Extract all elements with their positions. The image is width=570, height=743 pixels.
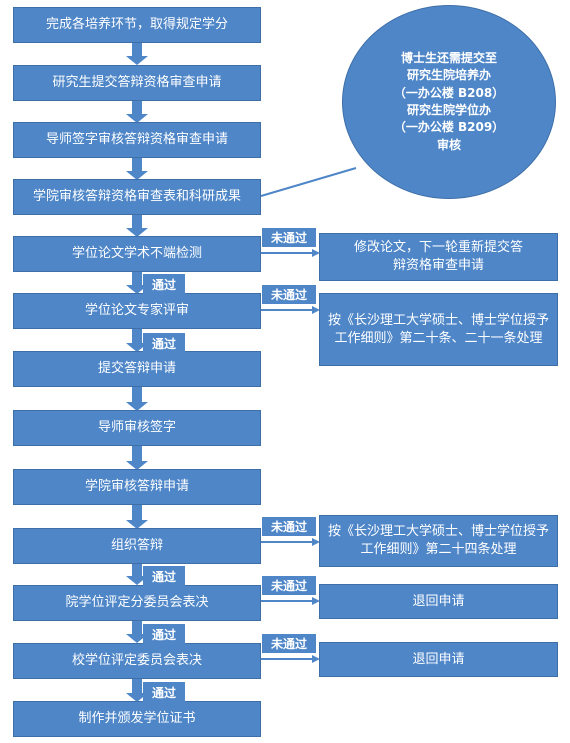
arrow-down-1 — [126, 43, 148, 65]
step-submit-qualification: 研究生提交答辩资格审查申请 — [13, 65, 261, 101]
pass-label: 通过 — [143, 624, 185, 644]
step-college-review: 学院审核答辩资格审查表和科研成果 — [13, 179, 261, 215]
arrow-down-12 — [126, 679, 148, 702]
fail-label: 未通过 — [262, 285, 316, 304]
arrow-down-10 — [126, 564, 148, 585]
arrow-down-7 — [126, 387, 148, 411]
arrow-down-4 — [126, 215, 148, 237]
outcome-defense-fail: 按《长沙理工大学硕士、博士学位授予工作细则》第二十四条处理 — [319, 515, 558, 567]
outcome-revise: 修改论文，下一轮重新提交答辩资格审查申请 — [319, 233, 558, 281]
arrow-down-9 — [126, 505, 148, 529]
note-line: （一办公楼 B208） — [393, 85, 505, 100]
fail-label: 未通过 — [262, 576, 316, 595]
arrow-down-8 — [126, 446, 148, 470]
arrow-down-11 — [126, 621, 148, 643]
arrow-down-3 — [126, 158, 148, 180]
doctoral-note-ellipse: 博士生还需提交至 研究生院培养办 （一办公楼 B208） 研究生院学位办 （一办… — [342, 5, 556, 199]
outcome-review-fail: 按《长沙理工大学硕士、博士学位授予工作细则》第二十条、二十一条处理 — [319, 293, 558, 366]
fail-arrows — [261, 249, 320, 663]
step-organize-defense: 组织答辩 — [13, 528, 261, 564]
arrow-down-6 — [126, 329, 148, 352]
step-advisor-sign: 导师签字审核答辩资格审查申请 — [13, 122, 261, 158]
fail-label: 未通过 — [262, 634, 316, 653]
pass-label: 通过 — [143, 682, 185, 702]
pass-label: 通过 — [143, 333, 185, 353]
step-advisor-approve: 导师审核签字 — [13, 410, 261, 446]
step-college-committee-vote: 院学位评定分委员会表决 — [13, 585, 261, 621]
note-line: 博士生还需提交至 — [400, 50, 497, 65]
outcome-return-school: 退回申请 — [319, 642, 558, 677]
step-issue-certificate: 制作并颁发学位证书 — [13, 701, 261, 737]
step-school-committee-vote: 校学位评定委员会表决 — [13, 643, 261, 679]
step-expert-review: 学位论文专家评审 — [13, 293, 261, 329]
pass-label: 通过 — [143, 274, 185, 294]
note-connector — [260, 167, 357, 197]
down-arrows — [126, 43, 148, 702]
pass-label: 通过 — [143, 566, 185, 586]
step-plagiarism-check: 学位论文学术不端检测 — [13, 236, 261, 272]
step-complete-training: 完成各培养环节，取得规定学分 — [13, 7, 261, 43]
fail-label: 未通过 — [262, 228, 316, 247]
step-college-approve-defense: 学院审核答辩申请 — [13, 469, 261, 505]
note-line: （一办公楼 B209） — [393, 120, 505, 135]
note-line: 研究生院学位办 — [406, 103, 491, 117]
arrow-down-2 — [126, 101, 148, 123]
arrow-down-5 — [126, 272, 148, 294]
note-line: 研究生院培养办 — [406, 68, 491, 83]
note-line: 审核 — [436, 137, 461, 152]
outcome-return-college: 退回申请 — [319, 584, 558, 619]
fail-label: 未通过 — [262, 517, 316, 536]
step-submit-defense: 提交答辩申请 — [13, 351, 261, 387]
